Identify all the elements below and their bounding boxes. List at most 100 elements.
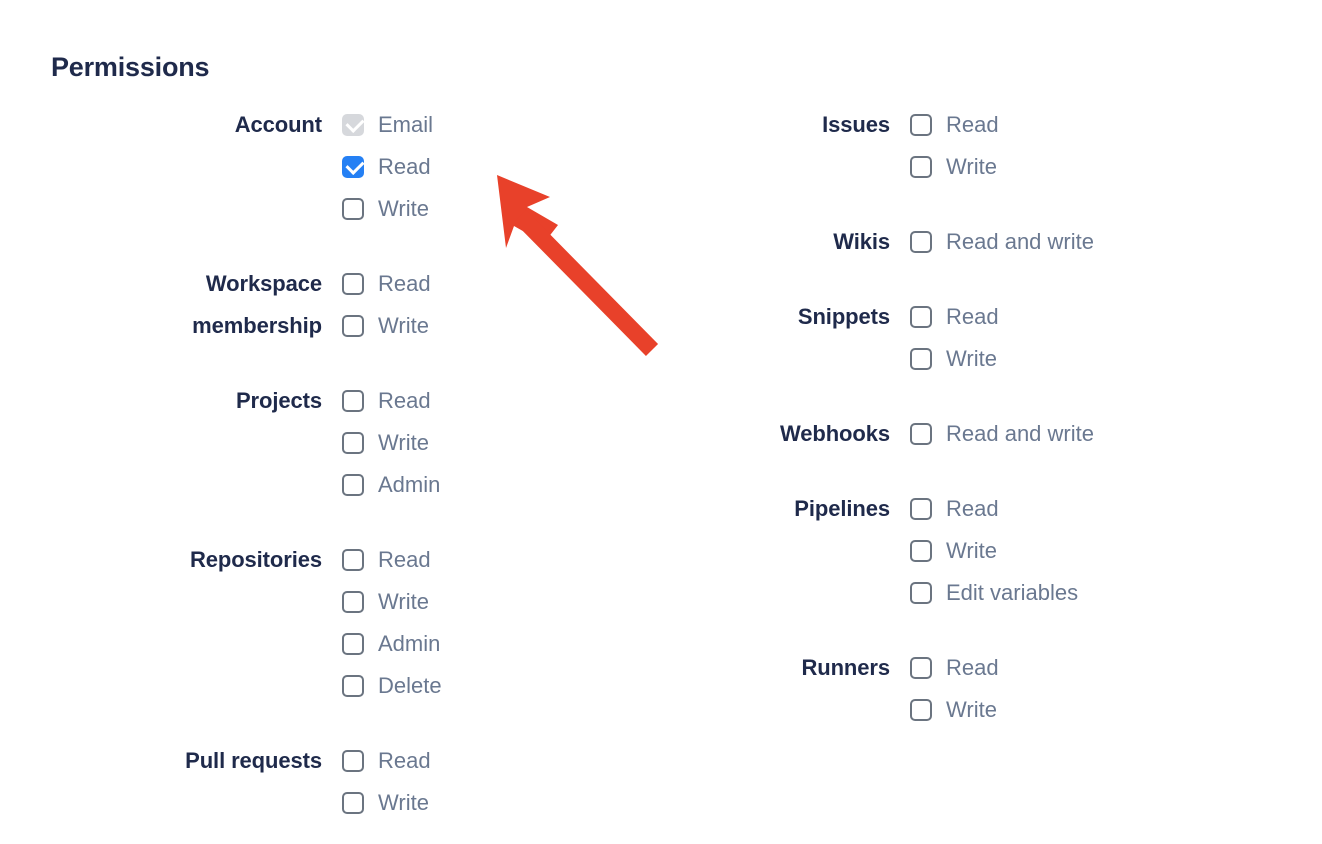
permission-option-label: Write (946, 538, 997, 563)
checkbox-unchecked[interactable] (342, 591, 364, 613)
permission-option-label: Write (378, 589, 429, 614)
checkbox-unchecked[interactable] (910, 306, 932, 328)
checkbox-unchecked[interactable] (910, 699, 932, 721)
permission-option-row[interactable]: Admin (342, 623, 660, 665)
permission-group-label: Runners (660, 647, 910, 689)
permission-option-label: Read (946, 112, 999, 137)
permission-option-label: Write (378, 196, 429, 221)
checkbox-unchecked[interactable] (342, 198, 364, 220)
check-icon (345, 155, 365, 176)
permission-option-row[interactable]: Delete (342, 665, 660, 707)
permission-option-row[interactable]: Write (342, 188, 660, 230)
checkbox-unchecked[interactable] (910, 156, 932, 178)
permission-option-label: Read and write (946, 229, 1094, 254)
permission-group-label: Projects (0, 380, 342, 422)
permission-group-label: Snippets (660, 296, 910, 338)
permission-option-row[interactable]: Read (910, 488, 1322, 530)
checkbox-unchecked[interactable] (342, 633, 364, 655)
permission-option-row[interactable]: Read (910, 104, 1322, 146)
permission-option-label: Read (946, 655, 999, 680)
permission-option-row[interactable]: Write (910, 689, 1322, 731)
checkbox-unchecked[interactable] (910, 348, 932, 370)
checkbox-unchecked[interactable] (342, 390, 364, 412)
permission-group-label: Pipelines (660, 488, 910, 530)
permission-option-row[interactable]: Write (910, 530, 1322, 572)
page-title: Permissions (51, 52, 210, 82)
permission-option-row[interactable]: Write (342, 581, 660, 623)
permission-option-label: Read (946, 304, 999, 329)
permission-option-row[interactable]: Email (342, 104, 660, 146)
checkbox-unchecked[interactable] (342, 792, 364, 814)
permission-group-label-line: Pipelines (794, 496, 890, 521)
permission-option-row[interactable]: Edit variables (910, 572, 1322, 614)
permission-option-label: Read (378, 748, 431, 773)
permission-group: Wikis Read and write (660, 221, 1322, 263)
checkbox-unchecked[interactable] (910, 114, 932, 136)
permission-option-row[interactable]: Read (342, 146, 660, 188)
permission-option-label: Write (946, 697, 997, 722)
permission-option-label: Read and write (946, 421, 1094, 446)
permission-group-label-line: Projects (235, 388, 322, 413)
check-icon (345, 113, 365, 134)
checkbox-unchecked[interactable] (910, 498, 932, 520)
permission-option-label: Read (378, 154, 431, 179)
permission-option-row[interactable]: Read (342, 539, 660, 581)
permission-option-row[interactable]: Read (910, 296, 1322, 338)
permission-option-row[interactable]: Write (342, 305, 660, 347)
permission-group-label-line: Runners (801, 655, 890, 680)
permission-option-row[interactable]: Write (910, 338, 1322, 380)
checkbox-unchecked[interactable] (910, 657, 932, 679)
permission-group-label-line: Account (234, 112, 322, 137)
permission-option-label: Read (378, 388, 431, 413)
checkbox-unchecked[interactable] (910, 582, 932, 604)
permission-option-row[interactable]: Read (342, 740, 660, 782)
checkbox-checked[interactable] (342, 155, 365, 178)
permission-options: Read and write (910, 413, 1322, 455)
checkbox-unchecked[interactable] (342, 315, 364, 337)
permission-group-label: Pull requests (0, 740, 342, 782)
permission-option-label: Email (378, 112, 434, 137)
permission-option-row[interactable]: Read and write (910, 221, 1322, 263)
checkbox-disabled-checked (342, 113, 365, 136)
permission-group-label-line: Wikis (833, 229, 890, 254)
permission-option-label: Edit variables (946, 580, 1079, 605)
permission-option-row[interactable]: Write (342, 422, 660, 464)
checkbox-unchecked[interactable] (910, 423, 932, 445)
permission-option-label: Write (378, 313, 429, 338)
checkbox-unchecked[interactable] (342, 675, 364, 697)
permission-option-row[interactable]: Read (910, 647, 1322, 689)
checkbox-unchecked[interactable] (910, 231, 932, 253)
checkbox-unchecked[interactable] (342, 474, 364, 496)
checkbox-unchecked[interactable] (342, 273, 364, 295)
permission-option-row[interactable]: Write (342, 782, 660, 824)
permission-option-row[interactable]: Read and write (910, 413, 1322, 455)
checkbox-unchecked[interactable] (342, 432, 364, 454)
permission-option-row[interactable]: Write (910, 146, 1322, 188)
permission-option-row[interactable]: Admin (342, 464, 660, 506)
permission-option-label: Write (378, 790, 429, 815)
checkbox-unchecked[interactable] (342, 750, 364, 772)
permission-option-label: Write (378, 430, 429, 455)
permission-options: Read and write (910, 221, 1322, 263)
checkbox-unchecked[interactable] (910, 540, 932, 562)
permission-option-row[interactable]: Read (342, 263, 660, 305)
permission-option-row[interactable]: Read (342, 380, 660, 422)
permission-group-label-line: Repositories (189, 547, 322, 572)
checkbox-unchecked[interactable] (342, 549, 364, 571)
permission-group-label: Account (0, 104, 342, 146)
permission-group-label-line: Webhooks (779, 421, 890, 446)
